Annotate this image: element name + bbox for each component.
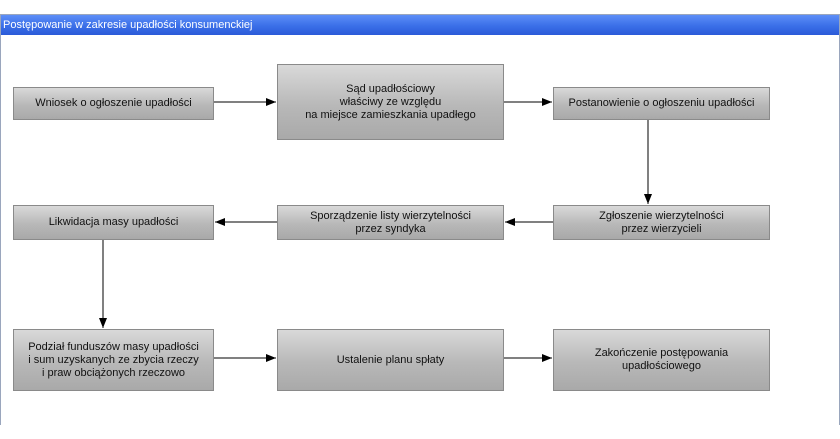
node-zakonczenie-label: Zakończenie postępowania upadłościowego (594, 347, 729, 372)
node-podzial: Podział funduszów masy upadłości i sum u… (13, 329, 214, 391)
node-plan-label: Ustalenie planu spłaty (336, 353, 445, 366)
node-wniosek: Wniosek o ogłoszenie upadłości (13, 87, 214, 120)
node-podzial-label: Podział funduszów masy upadłości i sum u… (28, 340, 199, 379)
node-postanowienie-label: Postanowienie o ogłoszeniu upadłości (568, 97, 755, 109)
node-plan: Ustalenie planu spłaty (277, 329, 504, 391)
node-zgloszenie: Zgłoszenie wierzytelności przez wierzyci… (553, 205, 770, 240)
node-sad: Sąd upadłościowy właściwy ze względu na … (277, 64, 504, 140)
panel-title: Postępowanie w zakresie upadłości konsum… (1, 15, 839, 35)
top-margin (0, 0, 840, 14)
node-likwidacja: Likwidacja masy upadłości (13, 205, 214, 240)
node-postanowienie: Postanowienie o ogłoszeniu upadłości (553, 87, 770, 120)
node-wniosek-label: Wniosek o ogłoszenie upadłości (35, 97, 192, 109)
node-lista-label: Sporządzenie listy wierzytelności przez … (310, 209, 471, 235)
bottom-margin (0, 425, 840, 439)
node-sad-label: Sąd upadłościowy właściwy ze względu na … (305, 82, 476, 121)
node-zakonczenie: Zakończenie postępowania upadłościowego (553, 329, 770, 391)
node-lista: Sporządzenie listy wierzytelności przez … (277, 205, 504, 240)
node-likwidacja-label: Likwidacja masy upadłości (48, 216, 179, 228)
node-zgloszenie-label: Zgłoszenie wierzytelności przez wierzyci… (599, 209, 724, 235)
